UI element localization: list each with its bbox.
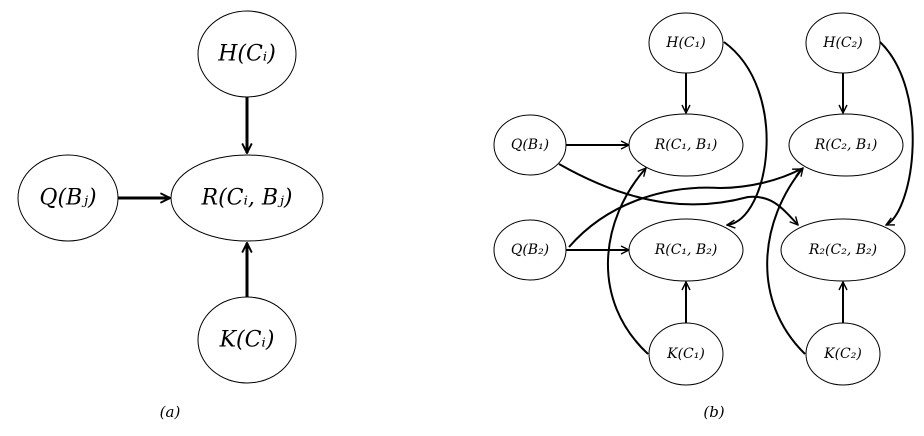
edge-h2-to-r22 bbox=[879, 41, 914, 226]
edge-q2-to-r21 bbox=[568, 168, 801, 248]
node-label: K(C₁) bbox=[666, 346, 705, 362]
node-label: R(C₁, B₁) bbox=[654, 137, 718, 153]
node-label: R(Cᵢ, Bⱼ) bbox=[201, 186, 293, 211]
node-q-bj: Q(Bⱼ) bbox=[17, 154, 119, 242]
node-label: Q(Bⱼ) bbox=[39, 186, 96, 211]
node-r-c1-b2: R(C₁, B₂) bbox=[628, 218, 744, 282]
node-h-c1: H(C₁) bbox=[648, 12, 724, 74]
node-r-ci-bj: R(Cᵢ, Bⱼ) bbox=[170, 154, 324, 242]
diagram-b: H(C₁) H(C₂) Q(B₁) R(C₁, B₁) R(C₂, B₁) Q(… bbox=[493, 12, 914, 421]
diagram-a: H(Cᵢ) Q(Bⱼ) R(Cᵢ, Bⱼ) K(Cᵢ) (a) bbox=[17, 10, 324, 421]
node-h-c2: H(C₂) bbox=[805, 12, 881, 74]
caption-b: (b) bbox=[703, 403, 724, 421]
node-k-c1: K(C₁) bbox=[648, 322, 724, 386]
node-k-ci: K(Cᵢ) bbox=[197, 296, 297, 384]
node-label: H(Cᵢ) bbox=[217, 42, 276, 67]
edge-k2-to-r21 bbox=[766, 168, 806, 355]
node-r-c1-b1: R(C₁, B₁) bbox=[628, 113, 744, 177]
node-label: R(C₁, B₂) bbox=[654, 242, 718, 258]
node-q-b2: Q(B₂) bbox=[493, 219, 567, 281]
edge-h1-to-r12 bbox=[723, 41, 768, 225]
node-k-c2: K(C₂) bbox=[805, 322, 881, 386]
node-h-ci: H(Cᵢ) bbox=[197, 10, 297, 98]
node-label: R(C₂, B₁) bbox=[814, 137, 878, 153]
node-label: K(Cᵢ) bbox=[219, 328, 275, 353]
node-label: R₂(C₂, B₂) bbox=[808, 242, 877, 258]
node-label: H(C₂) bbox=[822, 35, 862, 51]
edge-q1-to-r22 bbox=[558, 163, 798, 225]
edge-k1-to-r11 bbox=[607, 168, 649, 355]
node-label: Q(B₂) bbox=[511, 242, 549, 258]
node-q-b1: Q(B₁) bbox=[493, 114, 567, 176]
node-label: H(C₁) bbox=[665, 35, 705, 51]
caption-a: (a) bbox=[160, 403, 181, 421]
node-r-c2-b1: R(C₂, B₁) bbox=[788, 113, 904, 177]
node-label: K(C₂) bbox=[823, 346, 862, 362]
node-label: Q(B₁) bbox=[511, 137, 549, 153]
node-r2-c2-b2: R₂(C₂, B₂) bbox=[780, 218, 906, 282]
